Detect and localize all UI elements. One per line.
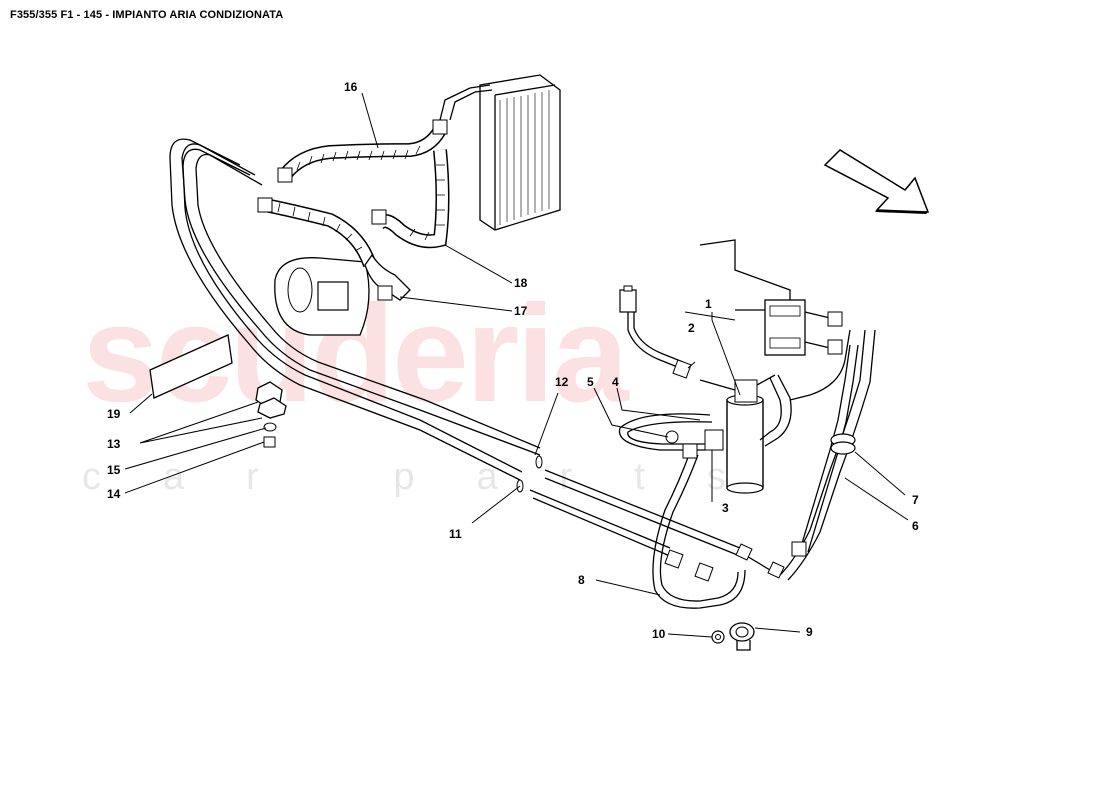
leader-lines [124,92,909,638]
flexible-hoses [618,329,876,609]
callout-17: 17 [514,304,528,318]
compressor [699,239,843,356]
callout-14: 14 [107,487,121,501]
callout-4: 4 [612,375,619,389]
callout-9: 9 [806,625,813,639]
nut-part-14 [263,436,276,448]
callout-15: 15 [107,463,121,477]
callout-7: 7 [912,493,919,507]
hose-18 [257,149,450,268]
rigid-pipes [169,138,785,579]
hose-17 [364,253,411,301]
callout-1: 1 [705,297,712,311]
callout-10: 10 [652,627,666,641]
callout-5: 5 [587,375,594,389]
hose-16 [277,84,493,183]
evaporator-unit [274,257,370,336]
nut-part-10 [711,630,725,644]
washer-part-15 [263,422,277,432]
callout-3: 3 [722,501,729,515]
clamp-part-9 [729,622,755,651]
pressure-switch-cable [619,285,692,379]
condenser-radiator [479,74,561,231]
callout-11: 11 [449,527,462,541]
callout-19: 19 [107,407,121,421]
receiver-drier [665,374,776,494]
bracket-part-13 [255,381,287,419]
page-title: F355/355 F1 - 145 - IMPIANTO ARIA CONDIZ… [10,9,284,21]
callout-18: 18 [514,276,528,290]
callout-8: 8 [578,573,585,587]
insulation-pad-19 [149,334,233,399]
callout-16: 16 [344,80,358,94]
direction-arrow-icon [823,149,930,214]
callout-6: 6 [912,519,919,533]
callout-labels: 1 2 3 4 5 6 7 8 9 10 11 12 13 14 15 16 1… [107,80,919,641]
callout-12: 12 [555,375,569,389]
callout-13: 13 [107,437,121,451]
callout-2: 2 [688,321,695,335]
watermark-subtitle: car parts [82,456,788,498]
